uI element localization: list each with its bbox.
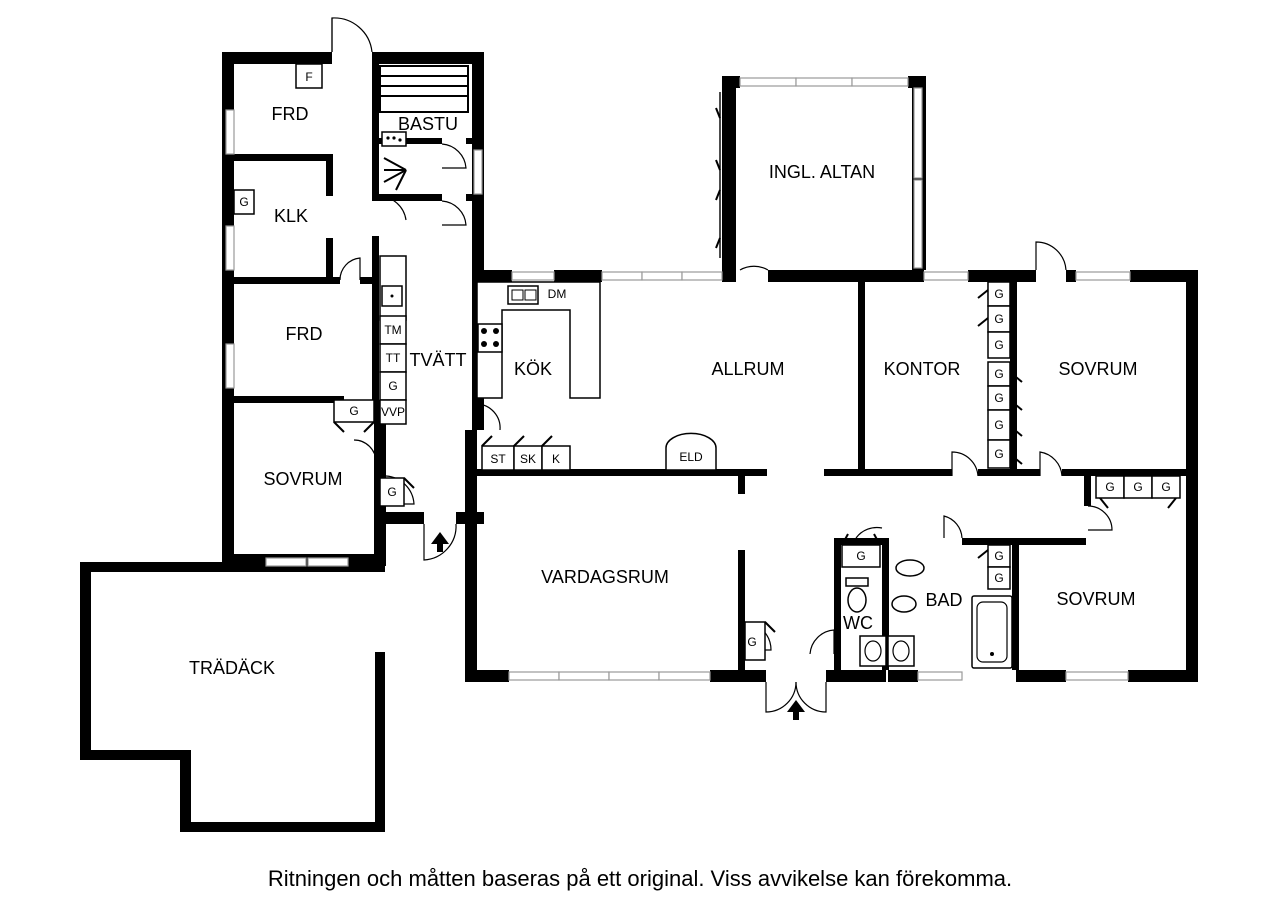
disclaimer-text: Ritningen och måtten baseras på ett orig… bbox=[267, 866, 1013, 891]
altan-sliding-doors bbox=[715, 92, 721, 258]
room-ingl-altan: INGL. ALTAN bbox=[769, 162, 875, 182]
room-sovrum-ne: SOVRUM bbox=[1058, 359, 1137, 379]
west-wing-walls bbox=[222, 52, 484, 682]
room-labels: FRD BASTU KLK FRD TVÄTT KÖK ALLRUM INGL.… bbox=[189, 104, 1138, 678]
arrow-up-icon bbox=[431, 532, 805, 720]
room-wc: WC bbox=[843, 613, 873, 633]
label-tt: TT bbox=[386, 351, 401, 365]
label-g-wc: G bbox=[856, 549, 865, 563]
room-bastu: BASTU bbox=[398, 114, 458, 134]
sauna-bench bbox=[379, 65, 469, 113]
room-tvatt: TVÄTT bbox=[410, 350, 467, 370]
label-g-w10: G bbox=[1161, 480, 1170, 494]
k-box bbox=[541, 445, 571, 471]
fixtures bbox=[233, 63, 1181, 669]
label-eld: ELD bbox=[679, 450, 703, 464]
label-dm: DM bbox=[548, 287, 567, 301]
g-box-hall bbox=[379, 477, 405, 507]
room-kontor: KONTOR bbox=[884, 359, 961, 379]
label-g-w8: G bbox=[1105, 480, 1114, 494]
label-g-hall: G bbox=[387, 485, 396, 499]
label-g-w2: G bbox=[994, 312, 1003, 326]
label-st: ST bbox=[490, 452, 506, 466]
label-g-w12: G bbox=[994, 571, 1003, 585]
label-vvp: VVP bbox=[381, 405, 405, 419]
label-k: K bbox=[552, 452, 560, 466]
label-tm: TM bbox=[384, 323, 401, 337]
label-g-vardagsrum: G bbox=[747, 635, 756, 649]
eld-box bbox=[665, 432, 717, 471]
label-g-w4: G bbox=[994, 367, 1003, 381]
label-g-w9: G bbox=[1133, 480, 1142, 494]
room-vardagsrum: VARDAGSRUM bbox=[541, 567, 669, 587]
label-g-w6: G bbox=[994, 418, 1003, 432]
vvp-box bbox=[379, 399, 407, 425]
tm-box bbox=[379, 315, 407, 345]
g-box-sovrum-w bbox=[333, 399, 375, 423]
toilet-bad bbox=[891, 595, 917, 613]
label-f: F bbox=[305, 70, 312, 84]
room-sovrum-w: SOVRUM bbox=[263, 469, 342, 489]
deck-outline bbox=[80, 562, 385, 832]
label-g-klk: G bbox=[239, 195, 248, 209]
label-sk: SK bbox=[520, 452, 536, 466]
label-g-w11: G bbox=[994, 549, 1003, 563]
label-g-sovrum-w: G bbox=[349, 404, 358, 418]
room-klk: KLK bbox=[274, 206, 308, 226]
label-g-w1: G bbox=[994, 287, 1003, 301]
room-frd-top: FRD bbox=[272, 104, 309, 124]
tt-box bbox=[379, 343, 407, 373]
windows bbox=[225, 77, 1131, 681]
fixture-labels: F G TM TT G VVP G G DM ST SK K ELD G G G… bbox=[239, 70, 1170, 649]
label-g-w5: G bbox=[994, 391, 1003, 405]
cabinet-g-klk bbox=[233, 189, 255, 215]
toilet-wc bbox=[847, 587, 867, 613]
room-sovrum-se: SOVRUM bbox=[1056, 589, 1135, 609]
sk-box bbox=[513, 445, 543, 471]
room-tradack: TRÄDÄCK bbox=[189, 658, 275, 678]
bathtub bbox=[971, 595, 1013, 669]
st-box bbox=[481, 445, 515, 471]
floor-plan: FRD BASTU KLK FRD TVÄTT KÖK ALLRUM INGL.… bbox=[80, 17, 1198, 832]
shower-icon bbox=[383, 157, 407, 191]
wardrobe-swings bbox=[333, 289, 1177, 633]
fireplace-box bbox=[295, 63, 323, 89]
room-bad: BAD bbox=[925, 590, 962, 610]
label-g-w3: G bbox=[994, 338, 1003, 352]
sauna-stove-icon bbox=[381, 131, 407, 147]
room-kok: KÖK bbox=[514, 359, 552, 379]
room-frd-mid: FRD bbox=[286, 324, 323, 344]
stove-box bbox=[477, 323, 503, 353]
room-allrum: ALLRUM bbox=[711, 359, 784, 379]
label-g-w7: G bbox=[994, 447, 1003, 461]
label-g-tvatt: G bbox=[388, 379, 397, 393]
